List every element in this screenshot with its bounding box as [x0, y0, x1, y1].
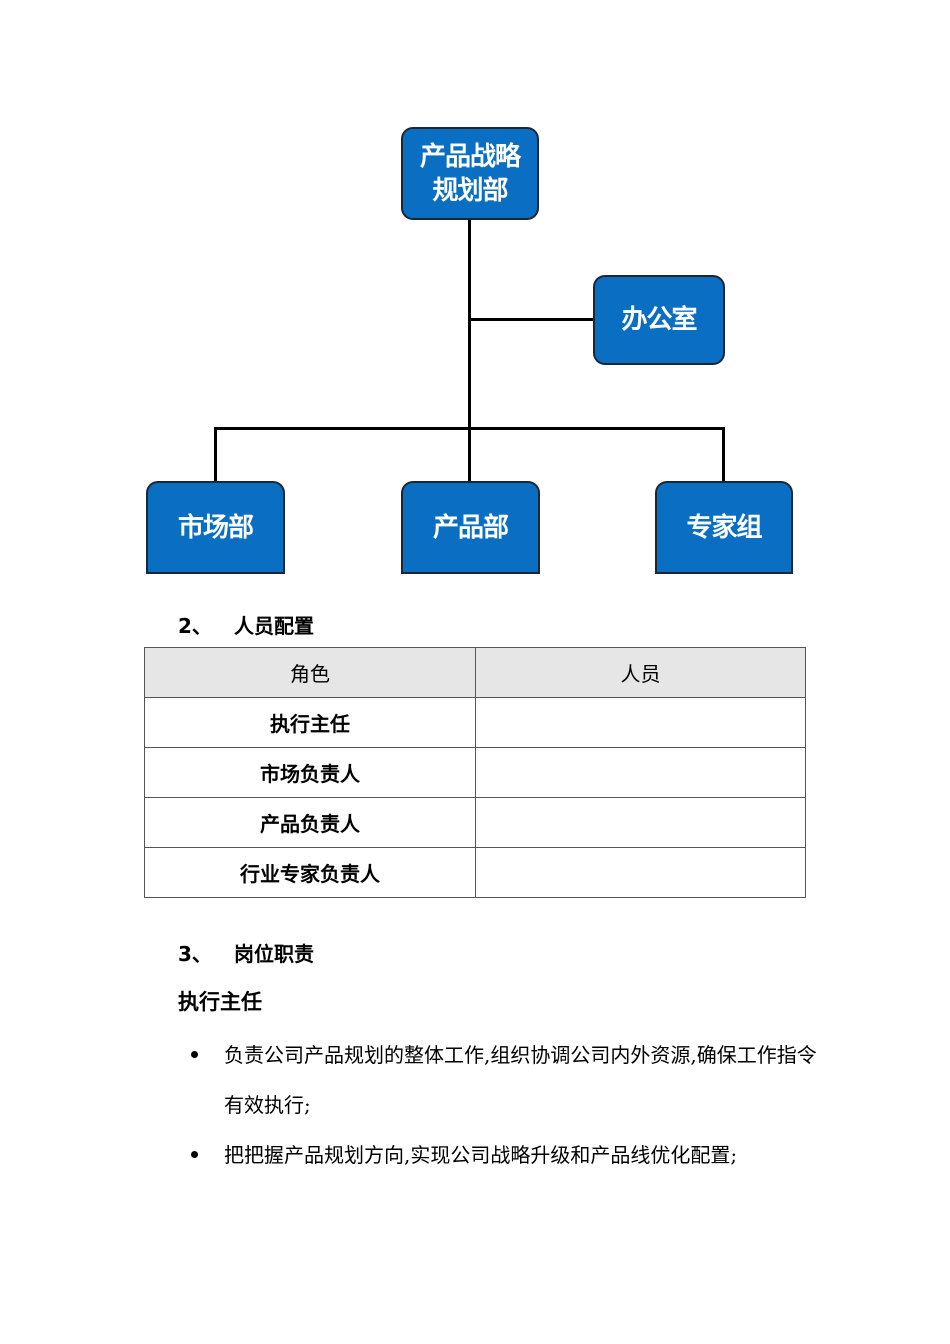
table-row: 行业专家负责人: [144, 847, 806, 898]
section-heading-duties: 3、岗位职责: [178, 938, 314, 967]
list-item: 负责公司产品规划的整体工作,组织协调公司内外资源,确保工作指令有效执行;: [186, 1030, 826, 1130]
role-cell: 产品负责人: [144, 797, 476, 848]
person-cell: [475, 747, 806, 798]
role-cell: 市场负责人: [144, 747, 476, 798]
table-header-row: 角色 人员: [144, 647, 806, 698]
column-header-role: 角色: [144, 647, 476, 698]
person-cell: [475, 847, 806, 898]
org-node-product: 产品部: [401, 481, 540, 574]
list-item-text: 负责公司产品规划的整体工作,组织协调公司内外资源,确保工作指令有效执行;: [224, 1043, 817, 1117]
person-cell: [475, 797, 806, 848]
connector-child-right: [722, 427, 725, 482]
connector-child-left: [214, 427, 217, 482]
role-cell: 行业专家负责人: [144, 847, 476, 898]
role-cell: 执行主任: [144, 697, 476, 748]
connector-root-vertical: [468, 219, 471, 429]
duties-list: 负责公司产品规划的整体工作,组织协调公司内外资源,确保工作指令有效执行; 把把握…: [186, 1030, 826, 1180]
section-number: 3、: [178, 942, 212, 966]
section-title: 岗位职责: [234, 942, 314, 966]
column-header-person: 人员: [475, 647, 806, 698]
bullet-icon: [191, 1151, 198, 1158]
staffing-table: 角色 人员 执行主任 市场负责人 产品负责人 行业专家负责人: [144, 647, 806, 898]
list-item: 把把握产品规划方向,实现公司战略升级和产品线优化配置;: [186, 1130, 826, 1180]
section-title: 人员配置: [234, 614, 314, 638]
role-subheading: 执行主任: [178, 990, 262, 1014]
connector-child-middle: [468, 427, 471, 482]
table-row: 执行主任: [144, 697, 806, 748]
bullet-icon: [191, 1051, 198, 1058]
org-node-market: 市场部: [146, 481, 285, 574]
list-item-text: 把把握产品规划方向,实现公司战略升级和产品线优化配置;: [224, 1143, 738, 1167]
table-row: 市场负责人: [144, 747, 806, 798]
table-row: 产品负责人: [144, 797, 806, 848]
section-heading-staffing: 2、人员配置: [178, 610, 314, 639]
org-node-office: 办公室: [593, 275, 725, 365]
org-chart: 产品战略 规划部 办公室 市场部 产品部 专家组: [0, 0, 950, 600]
person-cell: [475, 697, 806, 748]
section-number: 2、: [178, 614, 212, 638]
connector-side-horizontal: [468, 318, 595, 321]
org-node-root: 产品战略 规划部: [401, 127, 539, 220]
org-node-experts: 专家组: [655, 481, 793, 574]
